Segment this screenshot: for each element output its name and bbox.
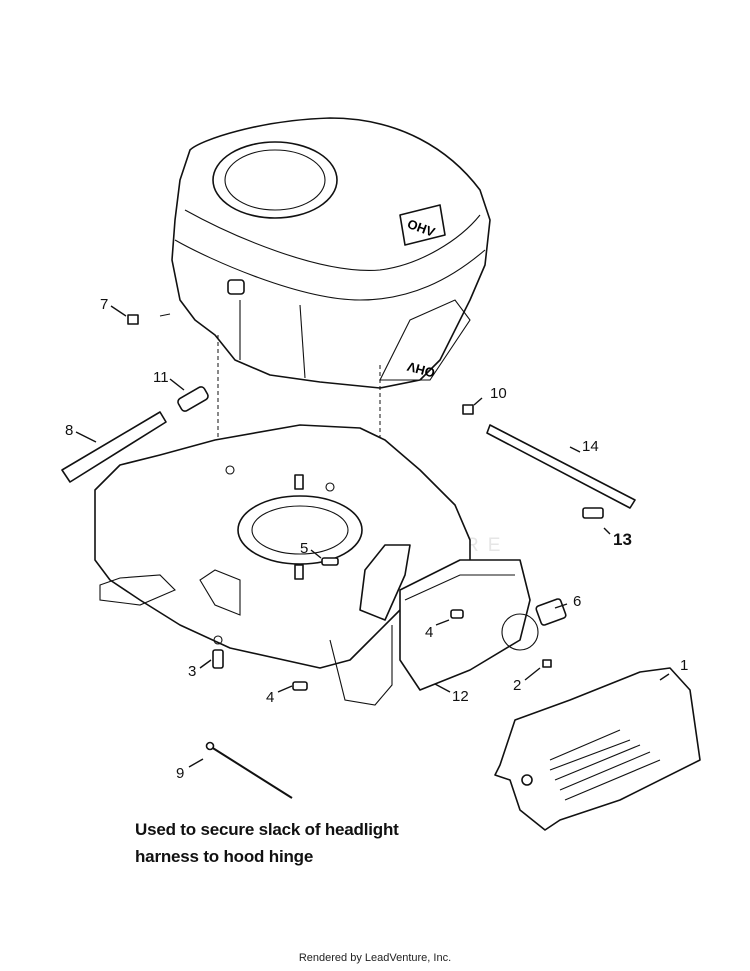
callout-13: 13: [613, 530, 632, 549]
callout-10: 10: [490, 385, 507, 402]
engine[interactable]: OHV OHV: [171, 117, 491, 389]
bolt-part-5[interactable]: [321, 557, 339, 566]
callout-7: 7: [100, 296, 108, 313]
muffler[interactable]: [359, 544, 539, 691]
bolt-part-4-lower[interactable]: [292, 681, 308, 691]
harness-note-line-2: harness to hood hinge: [135, 847, 314, 866]
spark-arrestor[interactable]: [535, 598, 567, 626]
callout-4-lower: 4: [266, 689, 274, 706]
nut-part-7[interactable]: [127, 313, 171, 325]
harness-note: Used to secure slack of headlight harnes…: [135, 816, 399, 870]
footer-credit: Rendered by LeadVenture, Inc.: [298, 952, 452, 964]
callout-5: 5: [300, 540, 308, 557]
callout-1: 1: [680, 657, 688, 674]
tube-part-8[interactable]: [61, 411, 167, 483]
callout-12: 12: [452, 688, 469, 705]
callout-4-upper: 4: [425, 624, 433, 641]
harness-note-line-1: Used to secure slack of headlight: [135, 820, 399, 839]
heat-shield[interactable]: [494, 667, 701, 831]
callout-6: 6: [573, 593, 581, 610]
callout-9: 9: [176, 765, 184, 782]
rod-part-14[interactable]: [486, 424, 636, 509]
callout-14: 14: [582, 438, 599, 455]
callout-2: 2: [513, 677, 521, 694]
engine-side-label: OHV: [405, 359, 436, 381]
cable-tie-part-9[interactable]: [205, 741, 293, 799]
connector-part-11[interactable]: [177, 385, 210, 412]
callout-3: 3: [188, 663, 196, 680]
bolt-part-3[interactable]: [212, 649, 224, 669]
spring-part-13[interactable]: [582, 507, 604, 519]
callout-8: 8: [65, 422, 73, 439]
callout-11: 11: [153, 369, 169, 386]
screw-part-2[interactable]: [542, 659, 552, 668]
bolt-part-4-upper[interactable]: [450, 609, 464, 619]
nut-part-10[interactable]: [462, 404, 474, 415]
